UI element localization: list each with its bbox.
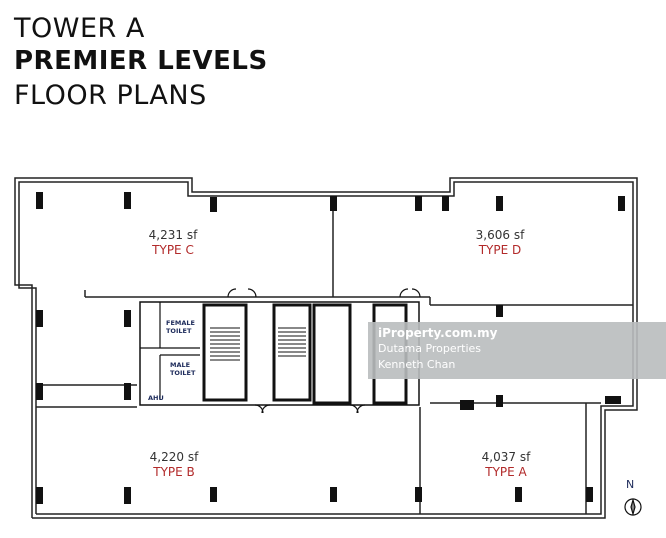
north-label: N	[626, 478, 635, 491]
structural-columns	[36, 192, 625, 504]
female-toilet-label: FEMALE TOILET	[166, 319, 195, 335]
compass	[624, 497, 642, 517]
heading-line-1: TOWER A	[14, 13, 145, 44]
watermark: iProperty.com.my Dutama Properties Kenne…	[368, 322, 666, 379]
unit-area: 3,606 sf	[475, 228, 525, 242]
unit-type-a[interactable]: 4,037 sf TYPE A	[446, 450, 566, 480]
heading-line-2: PREMIER LEVELS	[14, 46, 268, 76]
male-toilet-label: MALE TOILET	[170, 361, 196, 377]
ahu-label: AHU	[148, 394, 164, 402]
outer-wall	[14, 177, 638, 519]
stair-2	[272, 303, 312, 402]
watermark-agency: Dutama Properties	[378, 342, 482, 355]
unit-area: 4,037 sf	[481, 450, 531, 464]
watermark-brand: iProperty.com.my	[378, 326, 498, 340]
unit-type-b[interactable]: 4,220 sf TYPE B	[114, 450, 234, 480]
unit-type-d[interactable]: 3,606 sf TYPE D	[440, 228, 560, 258]
unit-type: TYPE D	[478, 243, 522, 257]
unit-type-c[interactable]: 4,231 sf TYPE C	[113, 228, 233, 258]
inner-wall	[18, 181, 634, 515]
unit-area: 4,231 sf	[148, 228, 198, 242]
unit-type: TYPE A	[485, 465, 527, 479]
lift-bank-1	[312, 303, 352, 405]
heading-line-3: FLOOR PLANS	[14, 80, 207, 111]
unit-area: 4,220 sf	[149, 450, 199, 464]
stair-1	[202, 303, 248, 402]
unit-type: TYPE C	[152, 243, 194, 257]
unit-type: TYPE B	[153, 465, 195, 479]
watermark-agent: Kenneth Chan	[378, 358, 456, 371]
